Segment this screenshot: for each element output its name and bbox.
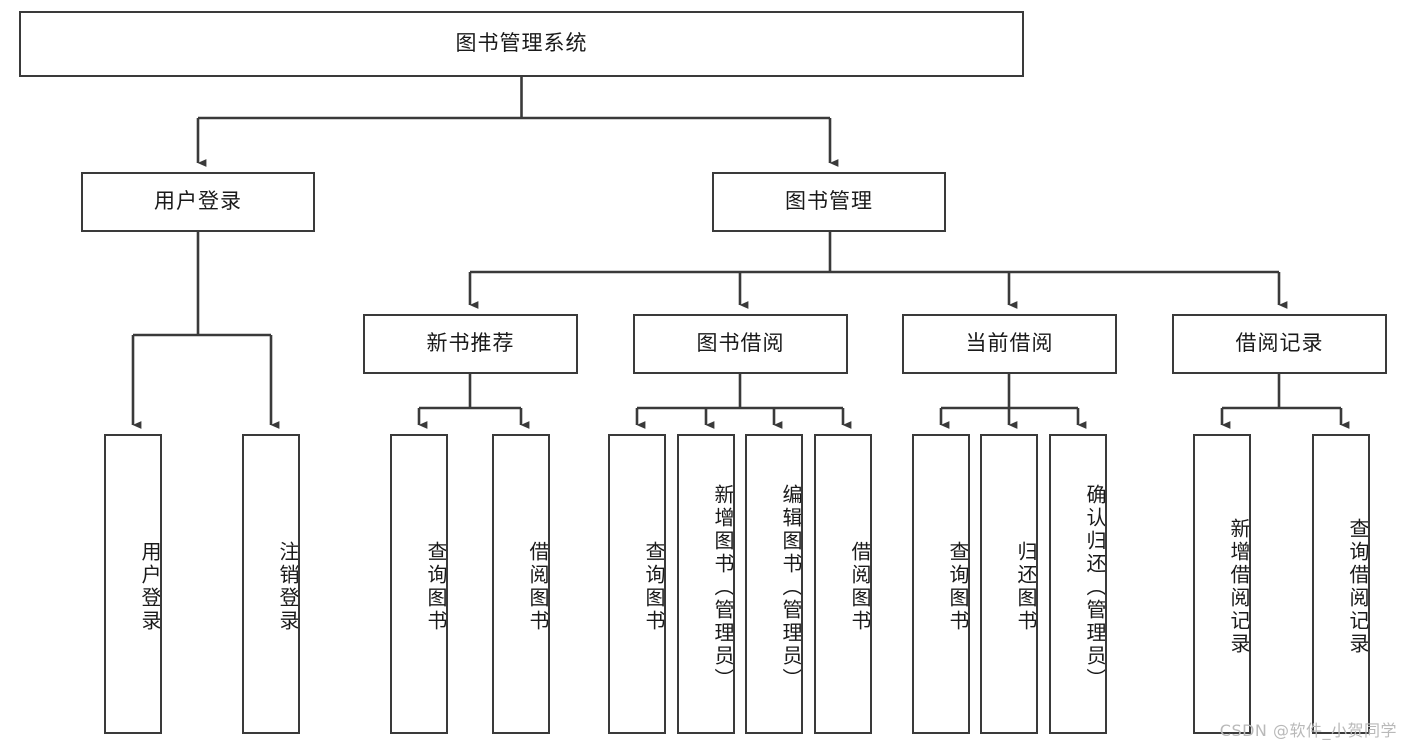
node-leaf-user-logout[interactable]: 注销登录: [242, 434, 300, 734]
node-leaf-query-book-3-label: 查询图书: [946, 541, 970, 633]
node-leaf-query-record[interactable]: 查询借阅记录: [1312, 434, 1370, 734]
node-leaf-borrow-book-2[interactable]: 借阅图书: [814, 434, 872, 734]
node-book-manage-label: 图书管理: [785, 189, 873, 214]
node-book-manage[interactable]: 图书管理: [712, 172, 946, 232]
node-leaf-add-record[interactable]: 新增借阅记录: [1193, 434, 1251, 734]
node-leaf-add-record-label: 新增借阅记录: [1227, 518, 1251, 656]
node-leaf-borrow-book-2-label: 借阅图书: [848, 541, 872, 633]
node-new-book-recommend-label: 新书推荐: [426, 331, 515, 356]
node-borrow-record[interactable]: 借阅记录: [1172, 314, 1387, 374]
node-book-borrow-label: 图书借阅: [696, 331, 785, 356]
node-leaf-return-book-label: 归还图书: [1014, 541, 1038, 633]
node-book-borrow[interactable]: 图书借阅: [633, 314, 848, 374]
node-leaf-edit-book-label: 编辑图书（管理员）: [779, 483, 803, 691]
node-new-book-recommend[interactable]: 新书推荐: [363, 314, 578, 374]
node-leaf-borrow-book-1-label: 借阅图书: [526, 541, 550, 633]
node-leaf-query-book-1-label: 查询图书: [424, 541, 448, 633]
node-leaf-confirm-return[interactable]: 确认归还（管理员）: [1049, 434, 1107, 734]
node-leaf-query-book-3[interactable]: 查询图书: [912, 434, 970, 734]
node-leaf-user-logout-label: 注销登录: [276, 541, 300, 633]
node-leaf-user-login-label: 用户登录: [138, 541, 162, 633]
node-root-label: 图书管理系统: [455, 31, 588, 56]
node-user-login-label: 用户登录: [154, 189, 242, 214]
node-current-borrow-label: 当前借阅: [965, 331, 1054, 356]
node-leaf-query-record-label: 查询借阅记录: [1346, 518, 1370, 656]
node-borrow-record-label: 借阅记录: [1235, 331, 1324, 356]
node-root[interactable]: 图书管理系统: [19, 11, 1024, 77]
node-leaf-add-book[interactable]: 新增图书（管理员）: [677, 434, 735, 734]
node-leaf-confirm-return-label: 确认归还（管理员）: [1083, 483, 1107, 691]
node-leaf-add-book-label: 新增图书（管理员）: [711, 483, 735, 691]
node-leaf-query-book-2-label: 查询图书: [642, 541, 666, 633]
node-leaf-return-book[interactable]: 归还图书: [980, 434, 1038, 734]
node-leaf-edit-book[interactable]: 编辑图书（管理员）: [745, 434, 803, 734]
node-user-login[interactable]: 用户登录: [81, 172, 315, 232]
node-leaf-borrow-book-1[interactable]: 借阅图书: [492, 434, 550, 734]
node-current-borrow[interactable]: 当前借阅: [902, 314, 1117, 374]
node-leaf-query-book-1[interactable]: 查询图书: [390, 434, 448, 734]
node-leaf-query-book-2[interactable]: 查询图书: [608, 434, 666, 734]
node-leaf-user-login[interactable]: 用户登录: [104, 434, 162, 734]
